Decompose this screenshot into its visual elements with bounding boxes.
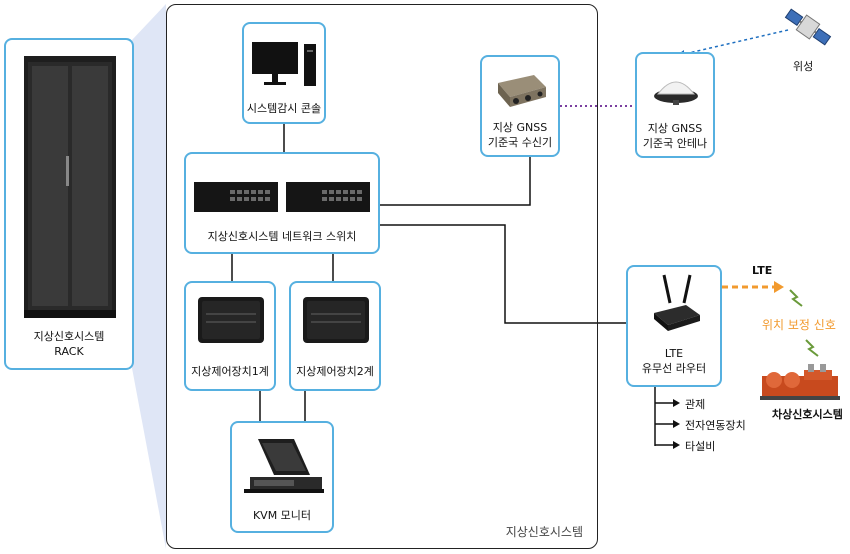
train-label: 차상신호시스템 (772, 408, 843, 421)
controller1-label: 지상제어장치1계 (191, 365, 269, 378)
rack-label-line1: 지상신호시스템 (33, 330, 105, 343)
controller-icon (303, 297, 369, 343)
rack-box[interactable]: 지상신호시스템 RACK (4, 38, 134, 370)
router-label-line2: 유무선 라우터 (641, 362, 707, 375)
router-box[interactable]: LTE 유무선 라우터 (626, 265, 722, 387)
gnss-receiver-icon (498, 75, 546, 107)
gnss-antenna-label-line2: 기준국 안테나 (642, 137, 708, 150)
controller1-box[interactable]: 지상제어장치1계 (184, 281, 276, 391)
controller-icon (198, 297, 264, 343)
gnss-antenna-box[interactable]: 지상 GNSS 기준국 안테나 (635, 52, 715, 158)
lte-label: LTE (752, 264, 773, 277)
ground-system-frame: 지상신호시스템 (166, 4, 598, 549)
network-switch-box[interactable]: 지상신호시스템 네트워크 스위치 (184, 152, 380, 254)
lte-arrowhead (774, 281, 784, 293)
lightning-icon (805, 339, 819, 357)
gnss-receiver-label-line2: 기준국 수신기 (487, 136, 553, 149)
controller2-box[interactable]: 지상제어장치2계 (289, 281, 381, 391)
network-switch-icon (194, 182, 370, 212)
satellite-icon (784, 8, 832, 46)
output-control: 관제 (685, 398, 706, 411)
computer-icon (252, 42, 316, 86)
rack-zoom-projection (132, 4, 166, 549)
antenna-icon (654, 81, 698, 105)
link-switch-gnss (380, 157, 531, 206)
lightning-icon (789, 289, 803, 307)
console-box[interactable]: 시스템감시 콘솔 (242, 22, 326, 124)
output-other-facilities: 타설비 (685, 440, 716, 453)
link-switch-router (380, 224, 628, 324)
output-interlocking: 전자연동장치 (685, 419, 746, 432)
rack-icon (24, 56, 116, 318)
gnss-antenna-label-line1: 지상 GNSS (647, 122, 703, 135)
network-switch-label: 지상신호시스템 네트워크 스위치 (207, 230, 357, 243)
train-icon (760, 364, 840, 400)
link-satellite-antenna (679, 29, 789, 56)
router-label-line1: LTE (664, 347, 684, 360)
rack-label-line2: RACK (54, 345, 84, 358)
satellite-label: 위성 (793, 60, 814, 73)
position-correction-signal: 위치 보정 신호 (762, 318, 836, 332)
gnss-receiver-box[interactable]: 지상 GNSS 기준국 수신기 (480, 55, 560, 157)
kvm-monitor-icon (244, 439, 324, 493)
kvm-label: KVM 모니터 (252, 509, 312, 522)
router-icon (654, 274, 700, 331)
gnss-receiver-label-line1: 지상 GNSS (492, 121, 548, 134)
console-label: 시스템감시 콘솔 (246, 102, 322, 115)
kvm-box[interactable]: KVM 모니터 (230, 421, 334, 533)
controller2-label: 지상제어장치2계 (296, 365, 374, 378)
frame-label: 지상신호시스템 (505, 525, 583, 539)
